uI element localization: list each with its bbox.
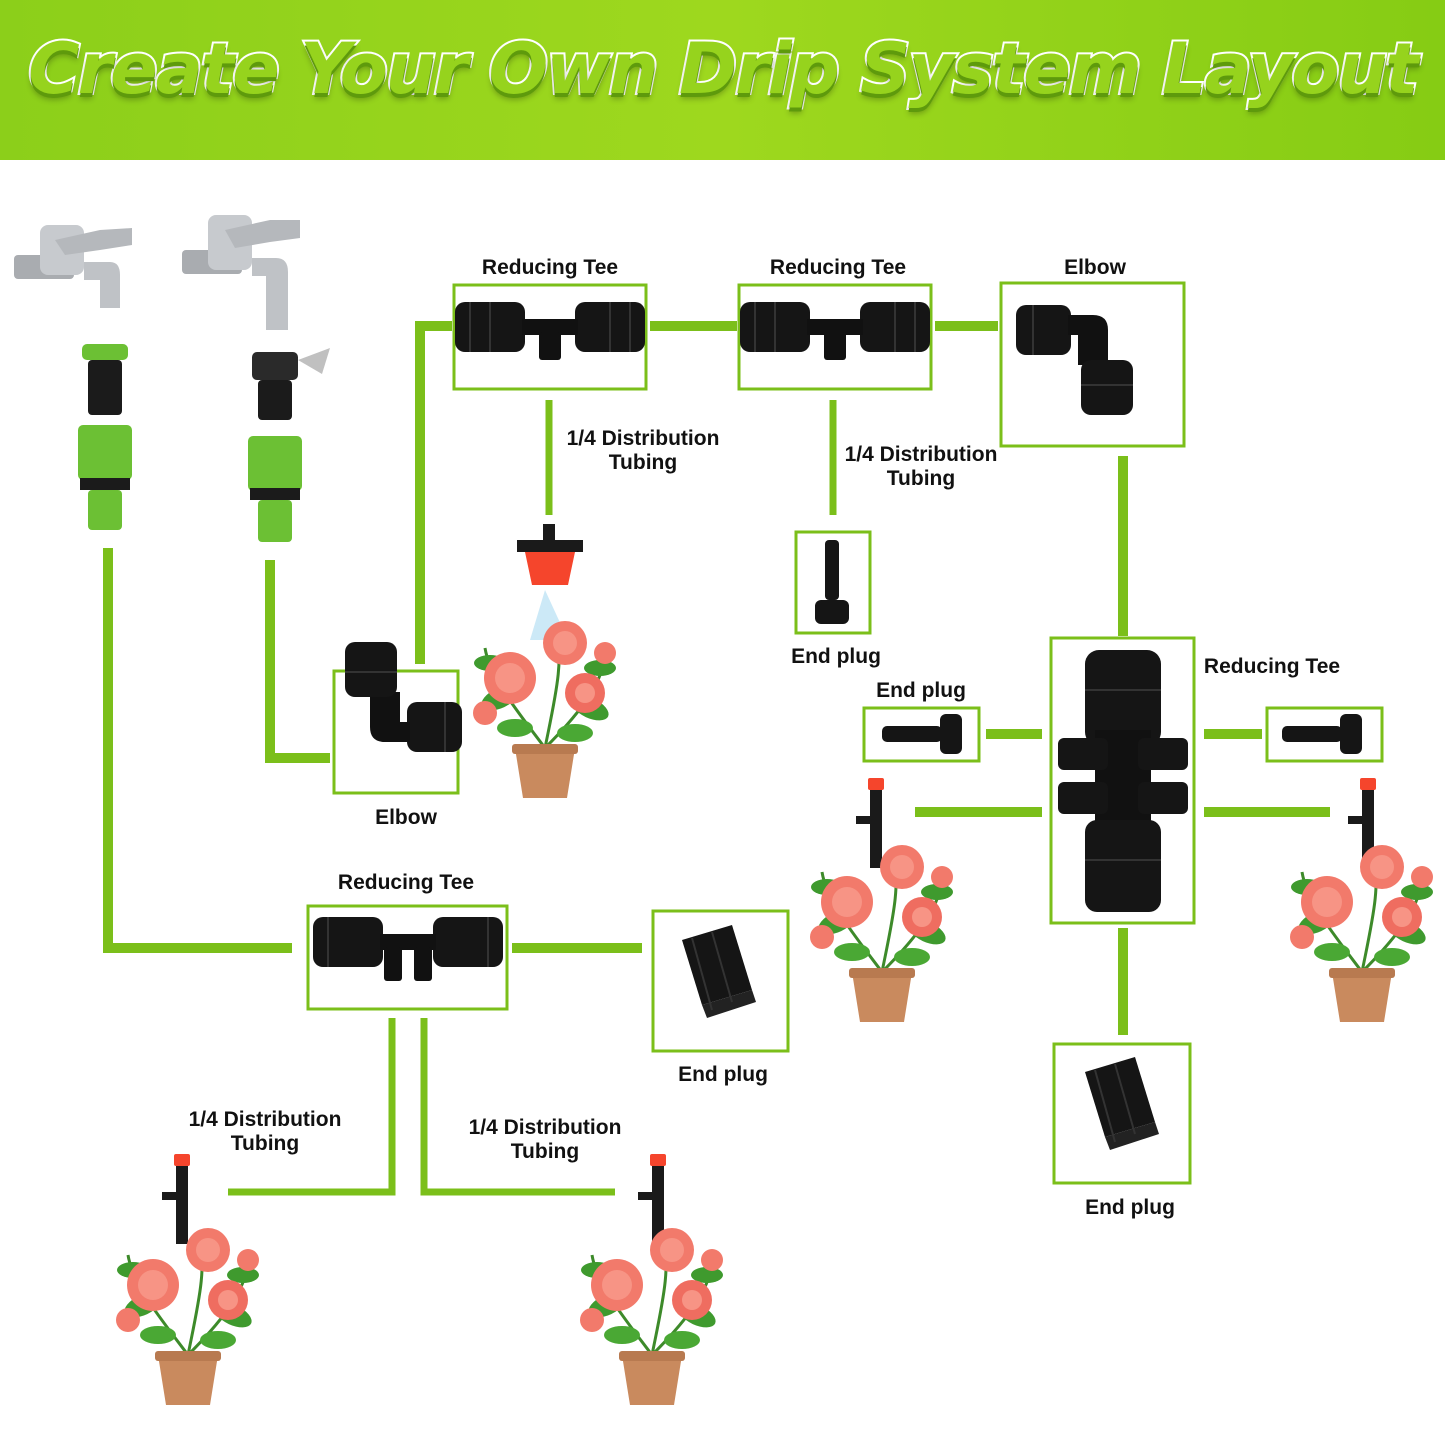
stake-dripper-icon — [638, 1154, 666, 1244]
potted-flower-icon — [808, 843, 955, 1024]
main-tubing-lines — [103, 321, 1330, 1035]
label-tubing-c-line1: 1/4 Distribution — [189, 1108, 342, 1131]
potted-flower-icon — [1288, 843, 1435, 1024]
label-reducing-tee-right: Reducing Tee — [1204, 655, 1340, 678]
faucet-icon — [14, 225, 132, 308]
label-tubing-d-line2: Tubing — [511, 1140, 579, 1163]
end-plug-icon — [1282, 714, 1362, 754]
label-reducing-tee-bottom: Reducing Tee — [338, 871, 474, 894]
label-end-plug-right-bottom: End plug — [1085, 1196, 1175, 1219]
label-tubing-d-line1: 1/4 Distribution — [469, 1116, 622, 1139]
page-title: Create Your Own Drip System Layout — [26, 26, 1421, 112]
label-tubing-a-line2: Tubing — [609, 451, 677, 474]
label-end-plug-small: End plug — [791, 645, 881, 668]
label-elbow-top-right: Elbow — [1064, 256, 1126, 279]
label-elbow-left: Elbow — [375, 806, 437, 829]
stake-dripper-icon — [162, 1154, 190, 1244]
reducing-tee-icon — [1058, 650, 1188, 912]
potted-flower-icon — [578, 1226, 725, 1407]
label-end-plug-side: End plug — [876, 679, 966, 702]
label-end-plug-bottom: End plug — [678, 1063, 768, 1086]
label-reducing-tee-top-mid: Reducing Tee — [770, 256, 906, 279]
label-tubing-b-line1: 1/4 Distribution — [845, 443, 998, 466]
stake-dripper-icon — [856, 778, 884, 868]
label-tubing-a-line1: 1/4 Distribution — [567, 427, 720, 450]
potted-flower-icon — [471, 619, 618, 800]
faucet-icon — [182, 215, 300, 330]
hose-connector-icon — [78, 344, 132, 530]
hose-connector-icon — [248, 348, 330, 542]
end-plug-icon — [882, 714, 962, 754]
label-tubing-c-line2: Tubing — [231, 1132, 299, 1155]
distribution-tubing-lines — [228, 400, 837, 1196]
title-banner: Create Your Own Drip System Layout — [0, 0, 1445, 160]
label-reducing-tee-top-left: Reducing Tee — [482, 256, 618, 279]
potted-flower-icon — [114, 1226, 261, 1407]
label-tubing-b-line2: Tubing — [887, 467, 955, 490]
end-plug-icon — [815, 540, 849, 624]
